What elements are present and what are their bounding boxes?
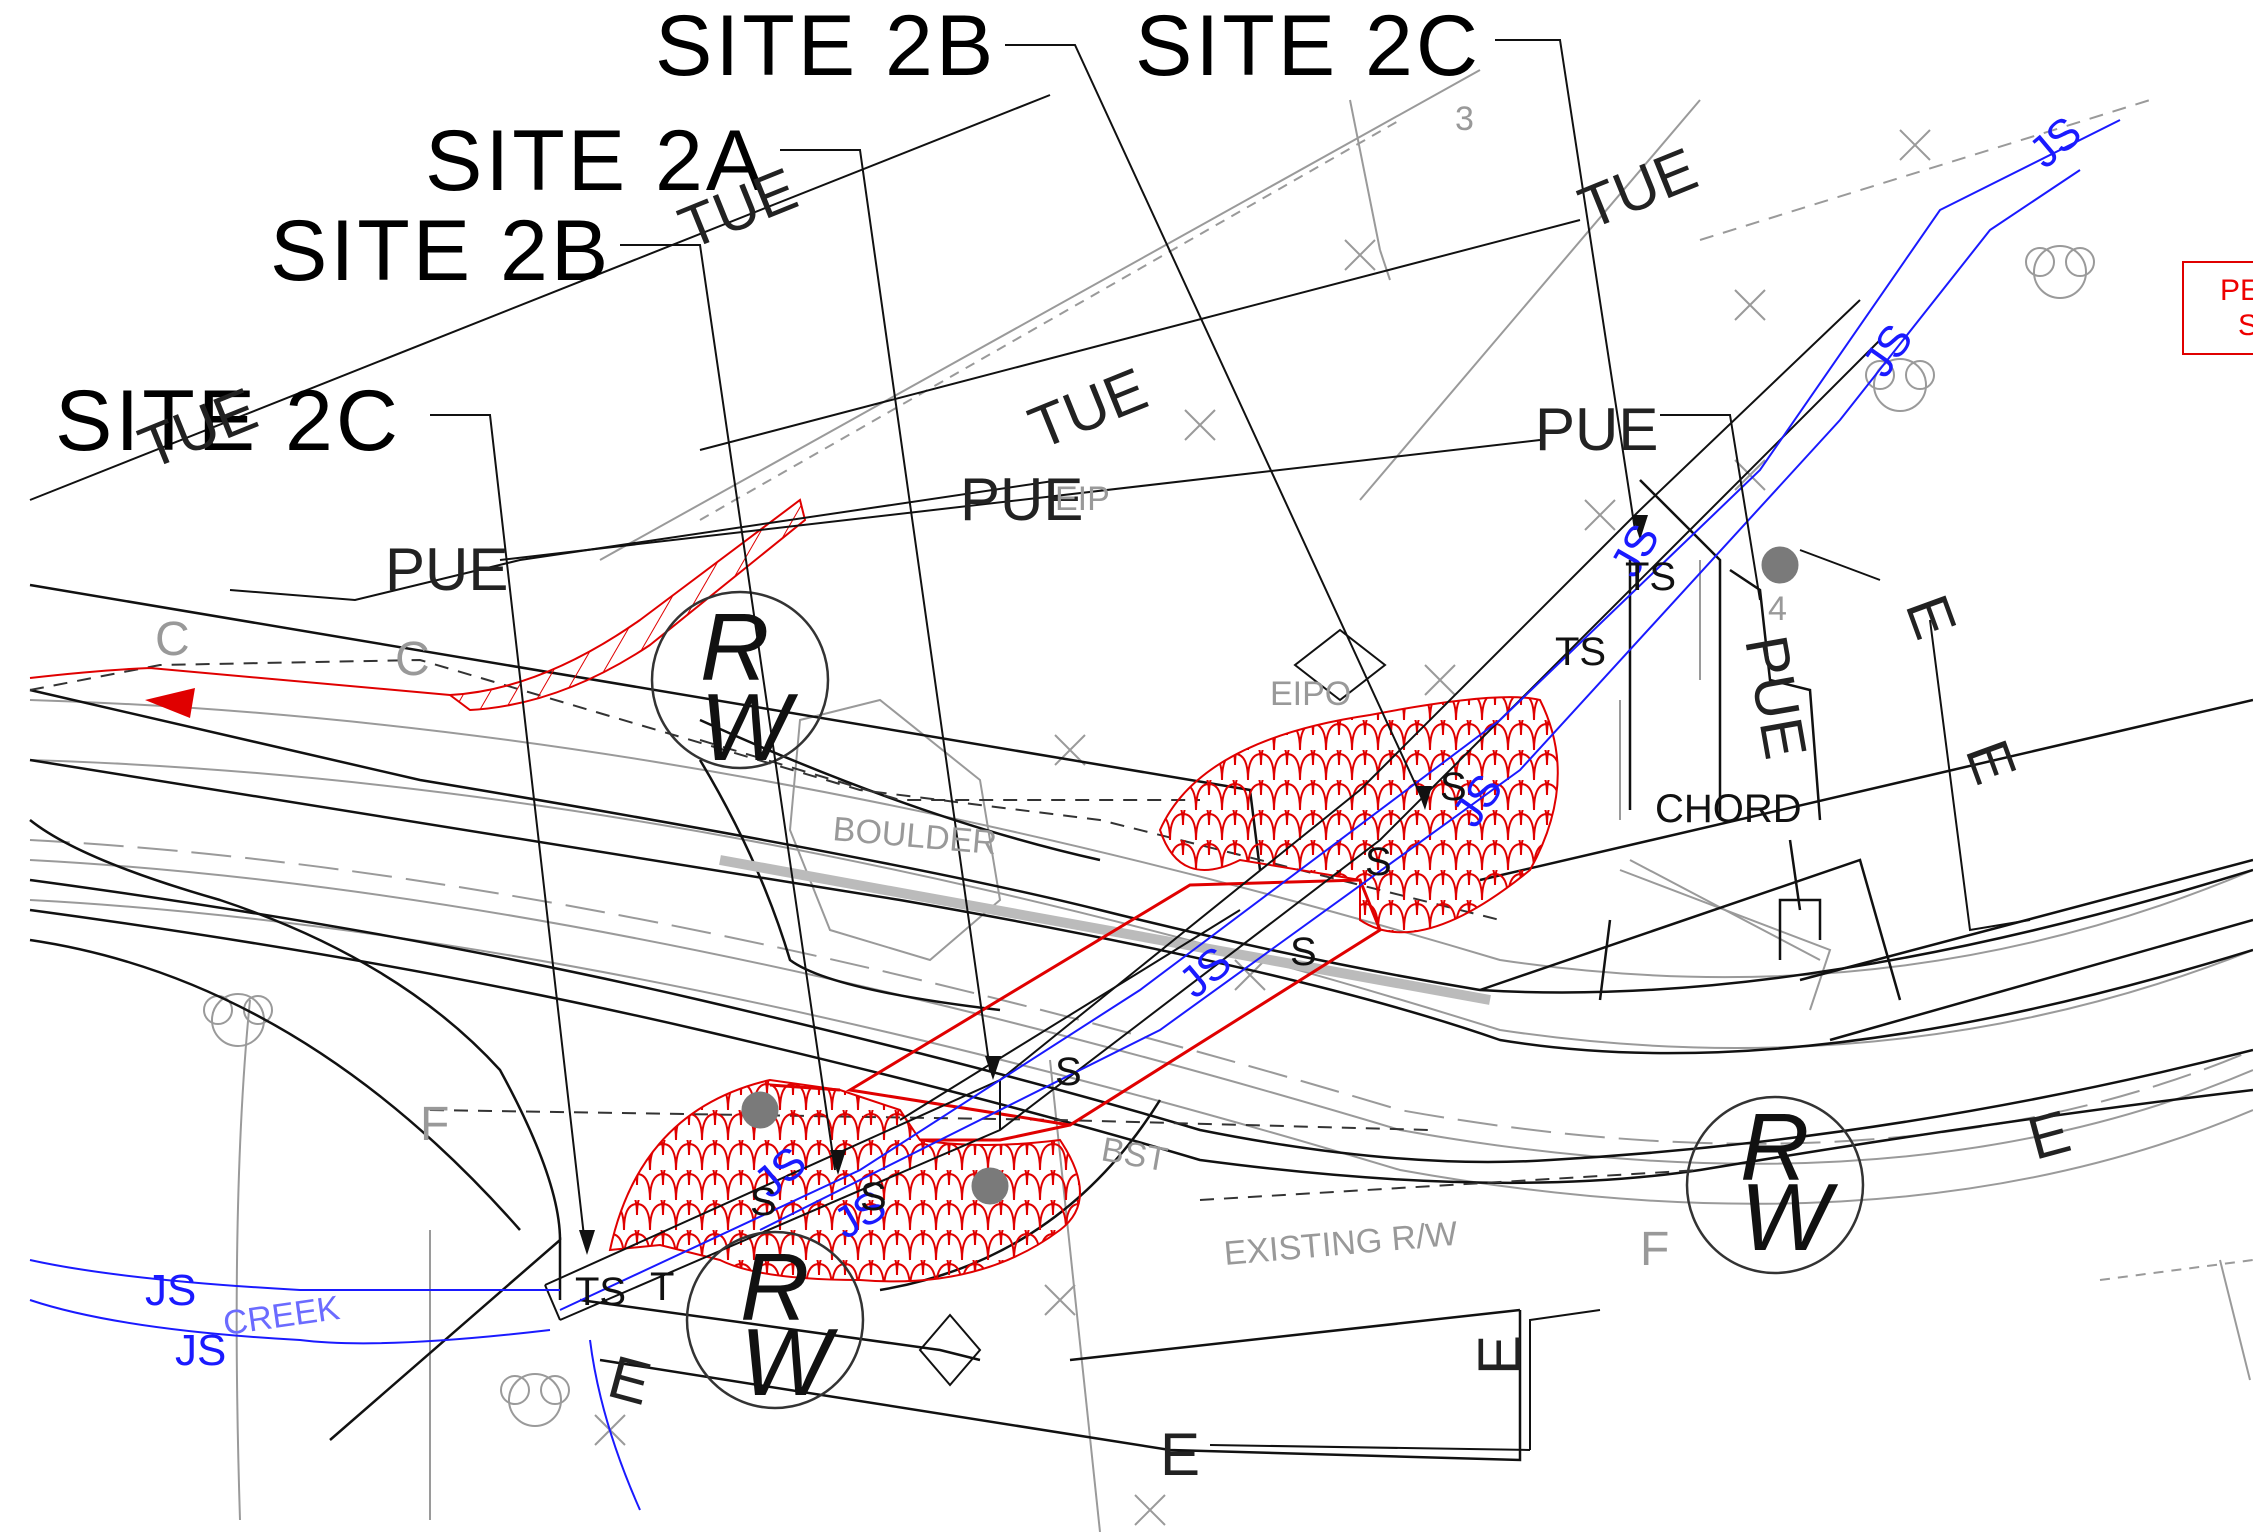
hatch-area-east [1158, 696, 1559, 934]
c-label-1: C [155, 613, 190, 666]
pue-label-4: PUE [1732, 631, 1819, 764]
s-label-1: S [1440, 765, 1467, 809]
f-label-1: F [420, 1098, 449, 1151]
rw-marker-south: R W [685, 1230, 865, 1416]
svg-text:R: R [740, 1234, 809, 1341]
hatch-area-southwest [608, 1078, 1081, 1283]
tue-label-2: TUE [1570, 135, 1706, 242]
svg-text:R: R [1740, 1094, 1809, 1201]
red-flow-arrow-line [29, 666, 451, 696]
red-limit-line-lower [769, 1083, 1071, 1142]
creek-label: CREEK [221, 1289, 343, 1343]
pue-label-3: PUE [1535, 396, 1658, 463]
callout-arrowheads [579, 515, 1648, 1255]
red-arrowhead [145, 688, 195, 718]
marker-pole-2 [741, 1091, 779, 1129]
legend-line-1: PE [2220, 274, 2253, 307]
s-label-4: S [1055, 1050, 1082, 1094]
e-label-5: E [1160, 1421, 1200, 1488]
utility-markers [741, 546, 1799, 1205]
bst-label: BST [1099, 1130, 1171, 1179]
svg-text:W: W [1740, 1164, 1839, 1271]
site-callout-leaders [29, 39, 2031, 1451]
lot-number-4: 4 [1768, 590, 1787, 628]
survey-x-marks [594, 129, 1931, 1526]
ts-label-1: TS [1625, 555, 1676, 599]
e-label-4: E [1466, 1335, 1533, 1375]
e-label-6: E [602, 1343, 658, 1418]
chord-label: CHORD [1655, 787, 1802, 831]
lot-number-3: 3 [1455, 100, 1474, 138]
rw-marker-east: R W [1685, 1094, 1865, 1275]
site-label-2b-top: SITE 2B [655, 0, 996, 94]
pue-label-2: PUE [960, 466, 1083, 533]
site-label-2b-mid: SITE 2B [270, 203, 611, 299]
svg-text:W: W [740, 1309, 839, 1416]
legend-line-2: S [2238, 309, 2253, 342]
ts-label-2: TS [1555, 630, 1606, 674]
s-label-5: S [750, 1180, 777, 1224]
site-label-2c-top: SITE 2C [1135, 0, 1481, 94]
svg-text:W: W [700, 674, 799, 781]
marker-pole-3 [971, 1167, 1009, 1205]
site-label-2c-left: SITE 2C [55, 373, 401, 469]
background-parcel-lines [29, 69, 2253, 1533]
t-label-1: T [650, 1265, 674, 1309]
s-label-6: S [860, 1175, 887, 1219]
tue-label-3: TUE [1020, 355, 1156, 462]
e-label-1: E [1893, 587, 1970, 648]
roadway-linework [29, 479, 2253, 1462]
js-utility-lines [29, 119, 2121, 1511]
js-label-8: JS [145, 1266, 196, 1315]
eipo-label: EIPO [1270, 675, 1351, 713]
site-label-2a: SITE 2A [425, 113, 766, 209]
rw-marker-north: R W [650, 590, 830, 781]
red-limit-line-upper [845, 878, 1382, 1127]
js-label-1: JS [2020, 107, 2091, 178]
s-label-3: S [1290, 930, 1317, 974]
marker-pole-1 [1761, 546, 1799, 584]
utility-corridor [544, 299, 1881, 1321]
e-label-2: E [1953, 732, 2030, 793]
js-label-2: JS [1853, 316, 1923, 386]
pue-label-1: PUE [385, 536, 508, 603]
c-label-2: C [395, 633, 430, 686]
ts-label-3: TS [575, 1270, 626, 1314]
diamond-symbols [918, 628, 1387, 1387]
eip-label: EIP [1055, 480, 1110, 518]
existing-rw-label: EXISTING R/W [1222, 1215, 1459, 1273]
legend-box: PE S [2182, 261, 2253, 355]
boulder-label: BOULDER [831, 810, 998, 862]
s-label-2: S [1365, 840, 1392, 884]
js-label-9: JS [175, 1326, 226, 1375]
f-label-2: F [1640, 1223, 1669, 1276]
